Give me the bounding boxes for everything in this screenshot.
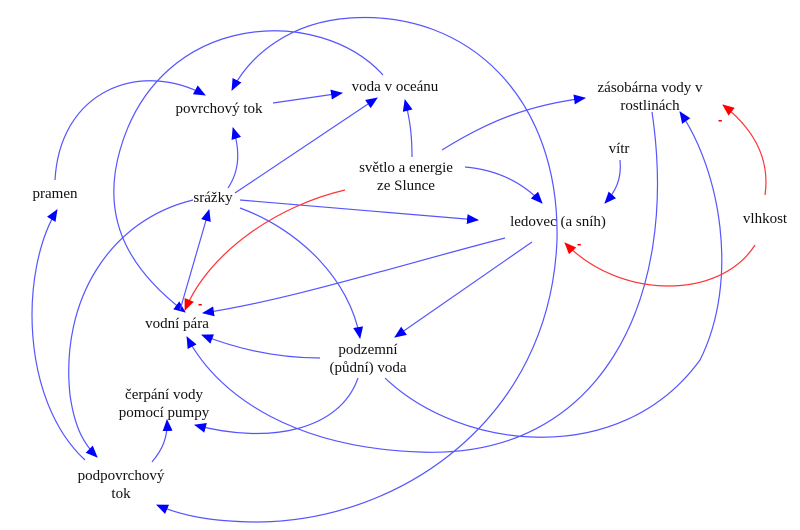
edge-podzemni-voda-zasobarna <box>384 111 723 438</box>
polarity-minus-vodni-para: - <box>198 296 203 311</box>
edge-vitr-ledovec <box>604 159 621 204</box>
edge-svetlo-ledovec <box>464 166 543 204</box>
node-povrchovy-tok: povrchový tok <box>175 101 263 117</box>
node-vitr: vítr <box>608 141 630 157</box>
edge-voda-v-oceanu-vodni-para <box>113 30 384 313</box>
edge-srazky-podpovrchovy-tok <box>68 199 194 458</box>
node-zasobarna-vody: zásobárna vody v rostlinách <box>598 79 703 115</box>
node-svetlo-line2: ze Slunce <box>377 178 435 194</box>
node-podpovrchovy-line1: podpovrchový <box>77 468 165 484</box>
node-podpovrchovy-tok: podpovrchový tok <box>78 467 165 503</box>
node-vlhkost: vlhkost <box>742 211 788 227</box>
edge-vodni-para-srazky <box>179 209 211 311</box>
edge-povrchovy-tok-voda-v-oceanu <box>272 89 343 104</box>
node-podzemni-line2: (půdní) voda <box>329 360 407 376</box>
node-podpovrchovy-line2: tok <box>111 486 131 502</box>
node-cerpani-vody: čerpání vody pomocí pumpy <box>119 386 209 422</box>
edge-srazky-podzemni-voda <box>239 207 364 339</box>
edge-vlhkost-zasobarna-negative <box>722 104 767 196</box>
edge-srazky-voda-v-oceanu <box>234 97 378 194</box>
edge-svetlo-zasobarna <box>441 94 586 151</box>
edge-podpovrchovy-tok-cerpani <box>151 419 173 463</box>
polarity-minus-ledovec: - <box>577 236 582 251</box>
node-srazky: srážky <box>193 190 233 206</box>
edge-zasobarna-vodni-para <box>186 111 659 453</box>
node-cerpani-line1: čerpání vody <box>125 387 203 403</box>
edge-svetlo-voda-v-oceanu <box>402 99 413 158</box>
node-pramen: pramen <box>32 186 78 202</box>
edge-srazky-povrchovy-tok <box>227 127 242 189</box>
node-voda-v-oceanu: voda v oceánu <box>351 79 439 95</box>
edge-podzemni-voda-vodni-para <box>201 334 321 359</box>
node-cerpani-line2: pomocí pumpy <box>118 405 210 421</box>
node-ledovec: ledovec (a sníh) <box>510 214 606 230</box>
edge-pramen-povrchovy-tok <box>54 80 206 181</box>
node-podzemni-voda: podzemní (půdní) voda <box>329 341 406 377</box>
node-svetlo-line1: světlo a energie <box>359 160 453 176</box>
edge-srazky-ledovec <box>239 199 479 225</box>
edge-podzemni-voda-cerpani <box>194 377 359 435</box>
node-zasobarna-line2: rostlinách <box>620 98 680 114</box>
edge-svetlo-vodni-para-negative <box>184 189 346 311</box>
node-vodni-para: vodní pára <box>145 316 209 332</box>
edge-podpovrchovy-tok-pramen <box>31 209 86 461</box>
edge-ledovec-vodni-para <box>202 237 506 317</box>
edge-ledovec-podpovrchovy-tok <box>156 239 558 523</box>
polarity-minus-zasobarna: - <box>718 112 723 127</box>
edge-vlhkost-ledovec-negative <box>564 242 756 287</box>
edge-ledovec-povrchovy-tok <box>231 16 558 241</box>
node-zasobarna-line1: zásobárna vody v <box>597 80 703 96</box>
node-svetlo-a-energie: světlo a energie ze Slunce <box>359 159 453 195</box>
node-podzemni-line1: podzemní <box>338 342 398 358</box>
edge-ledovec-podzemni-voda <box>394 241 533 338</box>
